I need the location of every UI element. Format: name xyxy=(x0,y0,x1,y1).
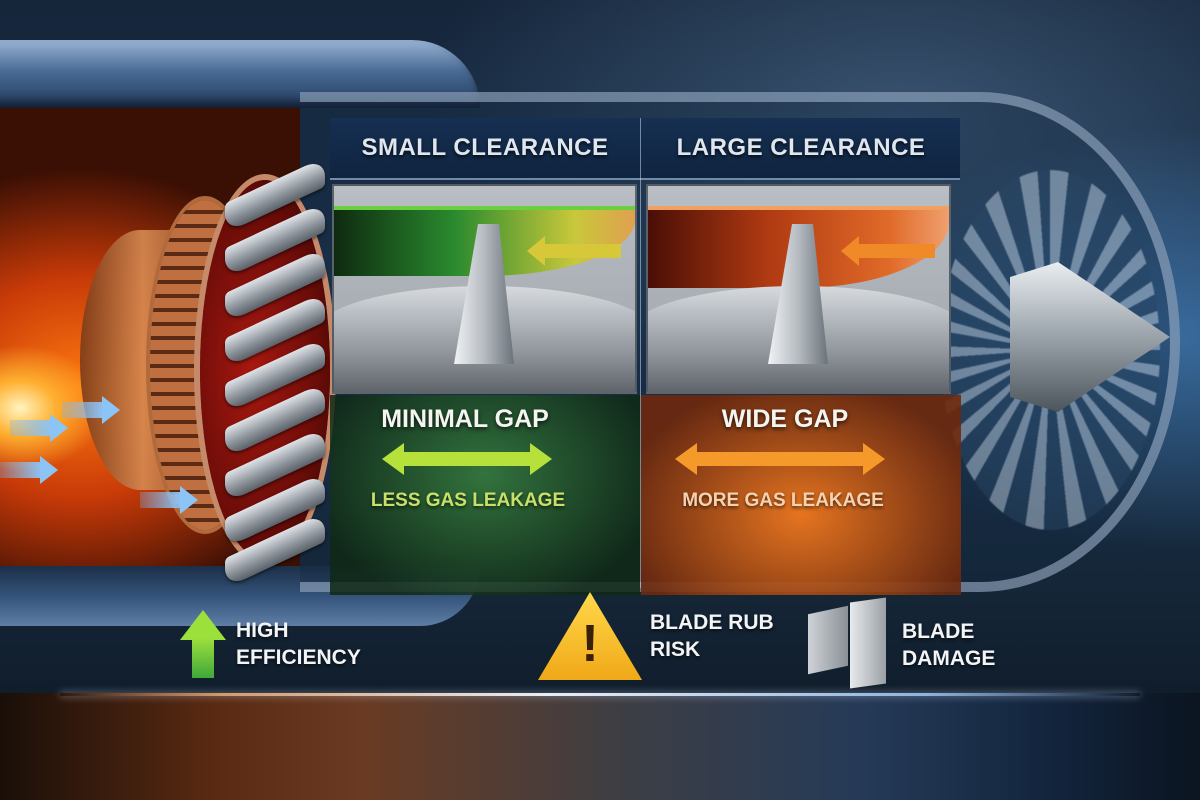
small-clearance-cross-section xyxy=(332,184,637,394)
legend-label: HIGH EFFICIENCY xyxy=(236,619,361,669)
leakage-arrow-icon xyxy=(527,236,621,266)
comparison-header: SMALL CLEARANCE LARGE CLEARANCE xyxy=(330,118,960,180)
header-large-clearance: LARGE CLEARANCE xyxy=(676,134,926,161)
legend-label: BLADE DAMAGE xyxy=(902,620,996,670)
inflow-arrow-icon xyxy=(10,414,68,442)
header-small-clearance: SMALL CLEARANCE xyxy=(361,134,609,161)
legend-high-efficiency: HIGH EFFICIENCY xyxy=(180,610,361,678)
minimal-gap-label: MINIMAL GAP xyxy=(381,405,549,433)
leakage-arrow-icon xyxy=(841,236,935,266)
less-leakage-label: LESS GAS LEAKAGE xyxy=(370,490,566,511)
small-clearance-glow xyxy=(330,395,640,595)
panel-divider xyxy=(640,118,641,588)
warning-icon: ! xyxy=(538,592,642,680)
floor-highlight-line xyxy=(60,693,1140,696)
large-clearance-cross-section xyxy=(646,184,951,394)
floor-texture xyxy=(0,693,1200,800)
more-leakage-label: MORE GAS LEAKAGE xyxy=(682,490,884,511)
up-arrow-icon xyxy=(180,610,226,678)
inflow-arrow-icon xyxy=(0,456,58,484)
inflow-arrow-icon xyxy=(140,486,198,514)
wide-gap-label: WIDE GAP xyxy=(721,405,849,433)
large-clearance-glow xyxy=(641,395,961,595)
double-arrow-icon xyxy=(382,443,552,475)
legend-label: BLADE RUB RISK xyxy=(650,611,774,661)
legend-blade-damage: BLADE DAMAGE xyxy=(808,597,996,690)
broken-blade-icon xyxy=(808,597,888,690)
inflow-arrow-icon xyxy=(62,396,120,424)
legend-blade-rub-risk: ! BLADE RUB RISK xyxy=(538,592,774,680)
double-arrow-icon xyxy=(675,443,885,475)
